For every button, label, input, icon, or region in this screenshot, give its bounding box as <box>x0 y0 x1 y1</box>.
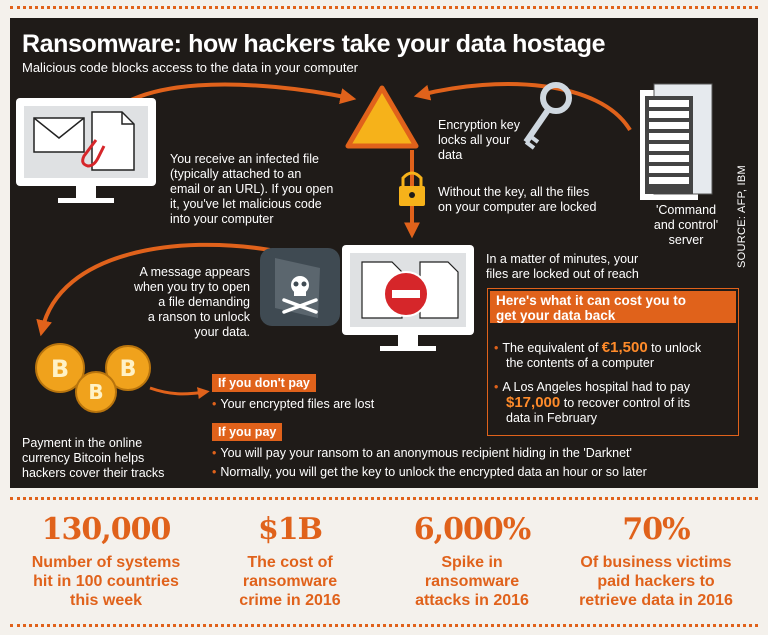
middle-dotted-rule <box>10 497 758 500</box>
svg-text:B: B <box>88 380 103 404</box>
warning-triangle-icon <box>345 85 419 149</box>
pay-item-1: •You will pay your ransom to an anonymou… <box>212 446 632 460</box>
envelope-icon <box>33 117 85 153</box>
stat-number: 70% <box>622 512 690 547</box>
page-title: Ransomware: how hackers take your data h… <box>22 30 606 58</box>
svg-text:B: B <box>120 357 137 382</box>
cost-amount-dollar: $17,000 <box>506 394 561 411</box>
pay-label: If you pay <box>212 423 283 441</box>
arrow-server-to-warning <box>413 82 632 132</box>
svg-text:B: B <box>51 355 69 383</box>
skull-crossbones-icon <box>260 248 340 326</box>
document-icon <box>91 111 135 171</box>
top-dotted-rule <box>10 6 758 9</box>
stat-number: 6,000% <box>413 512 531 547</box>
dont-pay-label: If you don't pay <box>212 374 316 392</box>
cost-amount-euro: €1,500 <box>601 339 648 356</box>
padlock-icon <box>399 171 425 206</box>
paperclip-icon <box>81 139 106 168</box>
step-infected-file-text: You receive an infected file(typically a… <box>170 152 334 226</box>
cost-item-2: •A Los Angeles hospital had to pay $17,0… <box>494 380 691 425</box>
stop-sign-icon <box>383 271 429 317</box>
arrow-coins-to-outcomes <box>149 386 210 400</box>
stat-number: 130,000 <box>41 512 172 547</box>
pay-item-2: •Normally, you will get the key to unloc… <box>212 465 647 479</box>
cost-box <box>487 288 739 436</box>
arrow-message-to-coins <box>36 242 271 337</box>
cost-item-1: •The equivalent of €1,500 to unlock the … <box>494 339 702 370</box>
key-icon <box>523 82 572 150</box>
stat-number: $1B <box>257 512 323 547</box>
dont-pay-item: •Your encrypted files are lost <box>212 397 375 411</box>
server-rack-icon <box>640 83 713 200</box>
source-credit: SOURCE: AFP, IBM <box>736 164 748 268</box>
bottom-dotted-rule <box>10 624 758 627</box>
bitcoin-icon: B B B <box>35 343 151 413</box>
page-subtitle: Malicious code blocks access to the data… <box>22 60 359 75</box>
